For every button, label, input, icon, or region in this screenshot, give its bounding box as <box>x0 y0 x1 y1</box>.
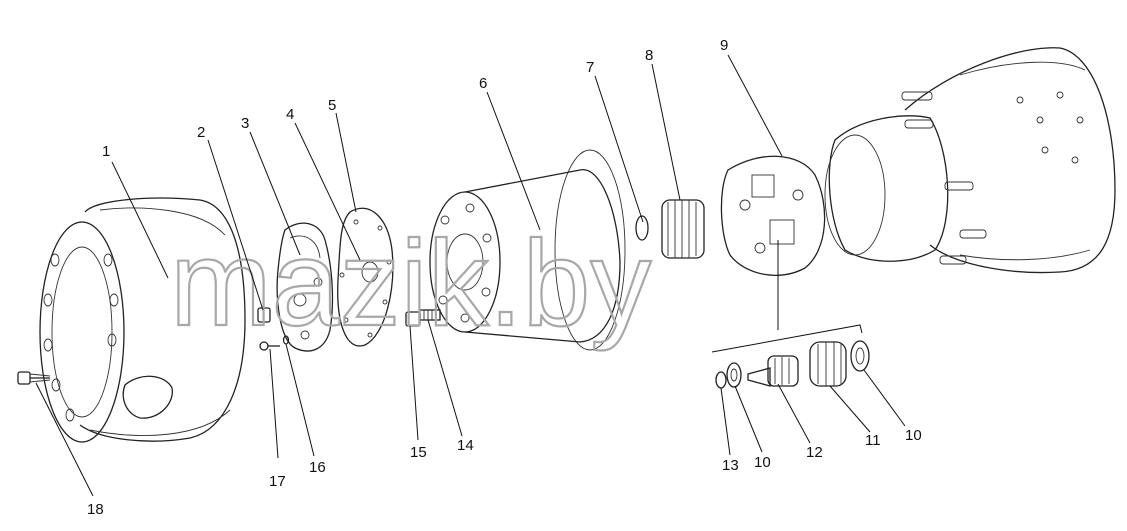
part-6-housing <box>429 149 626 351</box>
part-8-sun-gear <box>661 199 705 259</box>
part-12-pinion-axle <box>747 355 799 387</box>
part-2-plug <box>257 307 271 323</box>
callout-13: 13 <box>722 457 739 474</box>
callout-10-left: 10 <box>754 454 771 471</box>
callout-14: 14 <box>457 437 474 454</box>
part-1-brake-drum <box>39 197 246 443</box>
part-7-snap-ring <box>635 215 649 241</box>
callout-2: 2 <box>197 124 205 141</box>
callout-7: 7 <box>586 59 594 76</box>
callout-5: 5 <box>328 97 336 114</box>
callout-10-right: 10 <box>905 427 922 444</box>
pinion-group-bracket <box>711 324 863 353</box>
callout-3: 3 <box>241 115 249 132</box>
callout-6: 6 <box>479 75 487 92</box>
leader-lines <box>35 54 906 497</box>
hub-assembly <box>824 47 1116 274</box>
callout-11: 11 <box>865 432 881 449</box>
part-4-gasket <box>337 207 394 347</box>
callout-17: 17 <box>269 473 286 490</box>
callout-16: 16 <box>309 459 326 476</box>
part-14-stud <box>419 309 441 321</box>
callout-18: 18 <box>87 501 104 518</box>
callout-8: 8 <box>645 47 653 64</box>
part-18-bolt <box>17 371 51 385</box>
part-3-cover <box>276 222 334 352</box>
callout-labels: 1 2 3 4 5 6 7 8 9 10 10 11 12 13 14 15 1… <box>87 37 922 518</box>
part-10-washer-right <box>850 340 870 372</box>
part-11-planet-gear <box>809 341 847 387</box>
callout-12: 12 <box>806 444 823 461</box>
callout-1: 1 <box>102 143 110 160</box>
part-17-screw <box>259 341 280 351</box>
callout-9: 9 <box>720 37 728 54</box>
part-13-ring <box>715 371 727 389</box>
callout-15: 15 <box>410 444 427 461</box>
part-10-washer-left <box>726 362 742 388</box>
callout-4: 4 <box>286 106 294 123</box>
part-9-carrier <box>720 155 826 276</box>
